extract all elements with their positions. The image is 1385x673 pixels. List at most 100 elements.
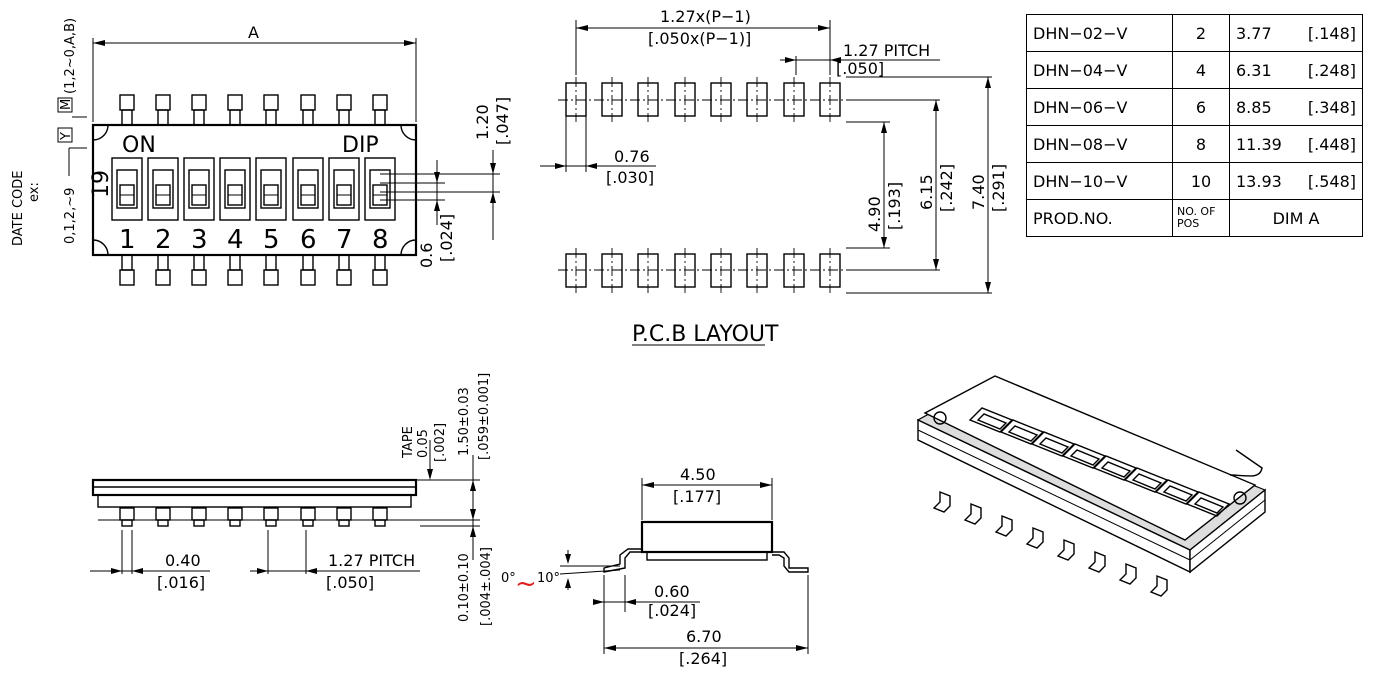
switch-body (91, 123, 418, 257)
side-pitch: 1.27 PITCH (328, 551, 415, 570)
side-view: TAPE 0.05 [.002] 1.50±0.03 [.059±0.001] … (90, 373, 494, 626)
dim-a: 3.77 [.148] (1229, 14, 1363, 52)
dim-7-40-in: [.291] (989, 164, 1008, 212)
pcb-pad (783, 248, 805, 293)
dim-a: 8.85[.348] (1229, 88, 1363, 126)
lead-length-in: [.024] (648, 601, 696, 620)
side-lead (191, 507, 207, 527)
iso-switch-window (1123, 467, 1169, 493)
iso-switch-window (1154, 479, 1200, 505)
dim-a: 13.93[.548] (1229, 162, 1363, 200)
iso-switch-window (1185, 491, 1231, 517)
pcb-layout-title: P.C.B LAYOUT (632, 322, 779, 347)
tape-mm: 0.05 (416, 429, 431, 458)
prod-no: DHN−02−V (1026, 14, 1173, 52)
iso-lead (994, 514, 1013, 537)
box-y-label: Y (59, 132, 74, 141)
switch-actuator (183, 157, 215, 221)
angle-tilde: ~ (515, 569, 537, 599)
dip-label: DIP (342, 133, 379, 158)
tape-in: [.002] (433, 423, 448, 462)
iso-switch-window (1092, 455, 1138, 481)
no-of-pos: 4 (1172, 51, 1230, 89)
dim-a: 6.31[.248] (1229, 51, 1363, 89)
code-examples: 0,1,2,~9 (63, 188, 78, 244)
iso-switch-window (999, 419, 1045, 445)
header-prod: PROD.NO. (1026, 199, 1173, 237)
on-label: ON (122, 133, 156, 158)
header-dim: DIM A (1229, 199, 1363, 237)
pcb-layout: 1.27x(P−1) [.050x(P−1)] 1.27 PITCH [.050… (540, 7, 1008, 347)
iso-switch-window (1061, 443, 1107, 469)
dim-1-20-in: [.047] (493, 97, 512, 145)
side-lead (372, 507, 388, 527)
pcb-pad (783, 77, 805, 122)
date-code-y-box (57, 127, 73, 143)
pcb-pad (674, 248, 696, 293)
pcb-pad (565, 248, 587, 293)
date-code-label: DATE CODE (11, 171, 26, 247)
switch-actuator (364, 157, 396, 221)
angle-to: 10° (537, 571, 560, 586)
pcb-pad (601, 77, 623, 122)
side-lead (336, 507, 352, 527)
lower-lead (372, 254, 388, 286)
upper-lead (300, 94, 316, 126)
pcb-pad (746, 248, 768, 293)
dim-4-90: 4.90 (865, 196, 884, 232)
tape-label: TAPE (401, 426, 416, 459)
lower-lead (119, 254, 135, 286)
pcb-pad (746, 77, 768, 122)
switch-actuator (328, 157, 360, 221)
overall-width: 6.70 (686, 627, 722, 646)
angle-from: 0° (501, 571, 516, 586)
iso-switch-window (968, 407, 1014, 433)
dim-a-mm: 3.77 (1236, 23, 1272, 43)
pcb-pad (601, 248, 623, 293)
dim-a-in: [.248] (1307, 60, 1356, 80)
dim-a-in: [.148] (1307, 23, 1356, 43)
prod-no: DHN−04−V (1026, 51, 1173, 89)
dim-0-6-in: [.024] (437, 214, 456, 262)
pcb-pad (710, 248, 732, 293)
body-width-in: [.177] (673, 487, 721, 506)
upper-lead (119, 94, 135, 126)
code-examples-2: (1,2~0,A,B) (63, 18, 78, 94)
position-number: 3 (191, 225, 208, 255)
body-width: 4.50 (680, 465, 716, 484)
pcb-pad (674, 77, 696, 122)
position-number: 6 (300, 225, 317, 255)
end-view: 4.50 [.177] 0° ~ 10° 0.60 [.024] 6.70 [.… (501, 465, 809, 668)
height-mm: 1.50±0.03 (457, 387, 472, 456)
standoff-mm: 0.10±0.10 (457, 553, 472, 622)
switch-actuator (111, 157, 143, 221)
pad-width: 0.76 (614, 147, 650, 166)
dim-6-15: 6.15 (917, 174, 936, 210)
upper-lead (263, 94, 279, 126)
side-lead (300, 507, 316, 527)
dim-a-label: A (248, 23, 259, 42)
lead-width: 0.40 (165, 551, 201, 570)
lead-width-in: [.016] (157, 573, 205, 592)
overall-width-in: [.264] (679, 649, 727, 668)
pcb-pad (637, 77, 659, 122)
side-pitch-in: [.050] (326, 573, 374, 592)
dim-a-in: [.348] (1307, 97, 1356, 117)
side-lead (119, 507, 135, 527)
dim-a: 11.39[.448] (1229, 125, 1363, 163)
prod-no: DHN−06−V (1026, 88, 1173, 126)
upper-lead (191, 94, 207, 126)
position-number: 5 (263, 225, 280, 255)
position-number: 8 (372, 225, 389, 255)
lower-lead (300, 254, 316, 286)
pcb-pitch: 1.27 PITCH (843, 41, 930, 60)
ex-label: ex: (27, 182, 42, 202)
iso-switch-window (1030, 431, 1076, 457)
lower-lead (227, 254, 243, 286)
